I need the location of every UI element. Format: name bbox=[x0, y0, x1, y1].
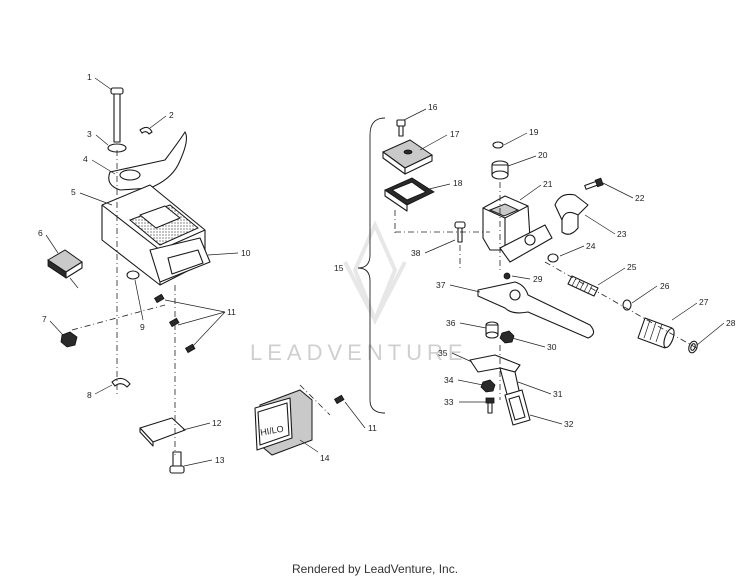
part-13-bolt bbox=[169, 451, 185, 474]
callout-30: 30 bbox=[547, 342, 557, 352]
part-25-spring bbox=[567, 275, 599, 297]
callout-7: 7 bbox=[42, 314, 47, 324]
part-16-screw bbox=[396, 119, 406, 137]
part-8-clip bbox=[111, 377, 131, 388]
part-30-nut bbox=[499, 330, 515, 344]
callout-11a: 11 bbox=[227, 307, 236, 317]
callout-33: 33 bbox=[444, 397, 454, 407]
watermark-text: LEADVENTURE bbox=[250, 340, 468, 365]
part-20-bushing bbox=[491, 160, 509, 180]
callout-31: 31 bbox=[553, 389, 563, 399]
callout-6: 6 bbox=[38, 228, 43, 238]
part-38-bolt bbox=[454, 221, 466, 243]
part-33-screw bbox=[485, 397, 495, 414]
part-24-washer bbox=[547, 253, 559, 263]
part-17-cap bbox=[382, 139, 433, 175]
callout-19: 19 bbox=[529, 127, 539, 137]
callout-18: 18 bbox=[453, 178, 463, 188]
group-15-bracket bbox=[357, 117, 386, 414]
footer-credit: Rendered by LeadVenture, Inc. bbox=[291, 562, 459, 576]
callout-26: 26 bbox=[660, 281, 670, 291]
part-37-brake-lever bbox=[477, 281, 595, 339]
part-7-nut bbox=[60, 331, 78, 348]
callout-29: 29 bbox=[533, 274, 543, 284]
callout-21: 21 bbox=[543, 179, 553, 189]
callout-22: 22 bbox=[635, 193, 645, 203]
callout-2: 2 bbox=[169, 110, 174, 120]
part-4-lever-hole bbox=[119, 169, 141, 181]
leadventure-watermark-logo bbox=[343, 220, 407, 326]
callout-34: 34 bbox=[444, 375, 454, 385]
part-9-washer bbox=[126, 270, 140, 280]
part-11-switch-screw bbox=[333, 394, 345, 405]
callout-25: 25 bbox=[627, 262, 637, 272]
callout-27: 27 bbox=[699, 297, 709, 307]
callout-16: 16 bbox=[428, 102, 438, 112]
callout-12: 12 bbox=[212, 418, 222, 428]
callout-numbers: 1 2 3 4 5 6 7 8 9 10 11 12 13 14 11 15 1… bbox=[38, 72, 736, 465]
part-23-clamp bbox=[554, 193, 589, 235]
callout-17: 17 bbox=[450, 129, 460, 139]
part-18-diaphragm bbox=[384, 177, 435, 212]
part-34-nut bbox=[480, 379, 496, 393]
part-10-cover bbox=[149, 237, 211, 283]
callout-13: 13 bbox=[215, 455, 225, 465]
callout-38: 38 bbox=[411, 248, 421, 258]
part-21-master-cylinder bbox=[482, 195, 553, 263]
callout-36: 36 bbox=[446, 318, 456, 328]
right-assembly-line-4 bbox=[544, 261, 701, 351]
switch-assembly-line bbox=[299, 384, 331, 416]
callout-24: 24 bbox=[586, 241, 596, 251]
callout-35: 35 bbox=[438, 348, 448, 358]
callout-9: 9 bbox=[140, 322, 145, 332]
part-29-washer bbox=[503, 272, 511, 280]
callout-10: 10 bbox=[241, 248, 251, 258]
part-12-plate-edge bbox=[139, 427, 154, 447]
callout-15: 15 bbox=[334, 263, 344, 273]
part-35-bracket bbox=[469, 354, 521, 373]
part-28-seal-inner bbox=[690, 343, 696, 351]
callout-1: 1 bbox=[87, 72, 92, 82]
callout-5: 5 bbox=[71, 187, 76, 197]
part-19-washer bbox=[492, 141, 504, 149]
left-assembly-line-3 bbox=[71, 304, 166, 331]
part-14-hilo-switch bbox=[254, 389, 313, 456]
part-32-brake-switch bbox=[504, 389, 531, 426]
part-22-screw bbox=[584, 177, 604, 190]
callout-8: 8 bbox=[87, 390, 92, 400]
part-6-connector bbox=[47, 249, 83, 289]
part-36-bushing bbox=[485, 321, 499, 339]
leader-lines bbox=[45, 77, 725, 467]
part-27-piston bbox=[637, 317, 675, 349]
callout-11b: 11 bbox=[368, 423, 377, 433]
switch-label: HI/LO bbox=[259, 424, 284, 438]
part-2-clip bbox=[139, 126, 153, 135]
callout-4: 4 bbox=[83, 154, 88, 164]
callout-20: 20 bbox=[538, 150, 548, 160]
callout-23: 23 bbox=[617, 229, 627, 239]
part-1-bolt bbox=[110, 87, 124, 143]
callout-32: 32 bbox=[564, 419, 574, 429]
callout-3: 3 bbox=[87, 129, 92, 139]
callout-37: 37 bbox=[436, 280, 446, 290]
callout-28: 28 bbox=[726, 318, 736, 328]
callout-14: 14 bbox=[320, 453, 330, 463]
